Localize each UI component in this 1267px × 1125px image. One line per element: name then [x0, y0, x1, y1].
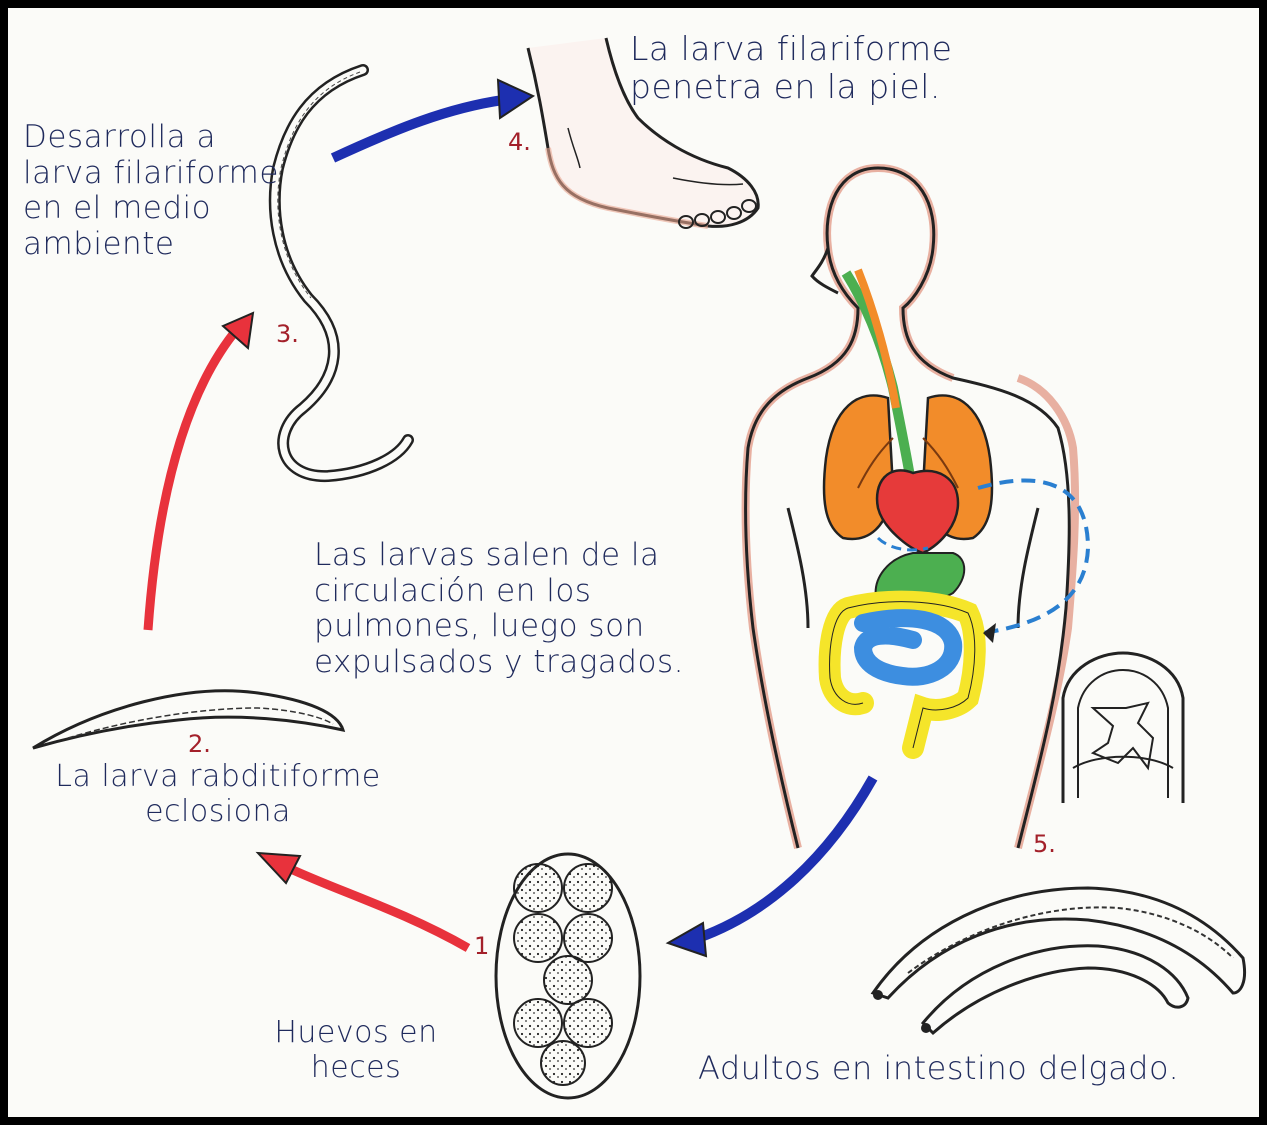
step-number-4: 4.: [508, 128, 531, 156]
red-arrow-larva-to-filariform: [148, 313, 253, 630]
label-adults-small-intestine: Adultos en intestino delgado.: [698, 1050, 1238, 1087]
step-number-3: 3.: [276, 320, 299, 348]
label-develops-filariform: Desarrolla a larva filariforme en el med…: [23, 120, 283, 263]
red-arrow-eggs-to-larva: [258, 853, 468, 948]
label-eggs-in-feces: Huevos en heces: [256, 1016, 456, 1085]
step-number-1: 1: [474, 932, 489, 960]
step-number-5: 5.: [1033, 830, 1056, 858]
blue-arrow-to-foot: [333, 80, 533, 158]
adult-worms: [873, 888, 1245, 1033]
step-number-2: 2.: [188, 730, 211, 758]
organs: [824, 270, 1088, 748]
label-lung-migration: Las larvas salen de la circulación en lo…: [314, 538, 714, 681]
label-rhabditiform-hatches: La larva rabditiforme eclosiona: [28, 760, 408, 829]
eggs-cluster: [496, 854, 640, 1098]
label-larva-penetrates-skin: La larva filariforme penetra en la piel.: [630, 30, 990, 106]
mouth-closeup: [1063, 653, 1183, 803]
blue-arrow-to-eggs: [668, 778, 873, 956]
life-cycle-diagram: 1 2. 3. 4. 5. Huevos en heces La larva r…: [8, 8, 1259, 1117]
